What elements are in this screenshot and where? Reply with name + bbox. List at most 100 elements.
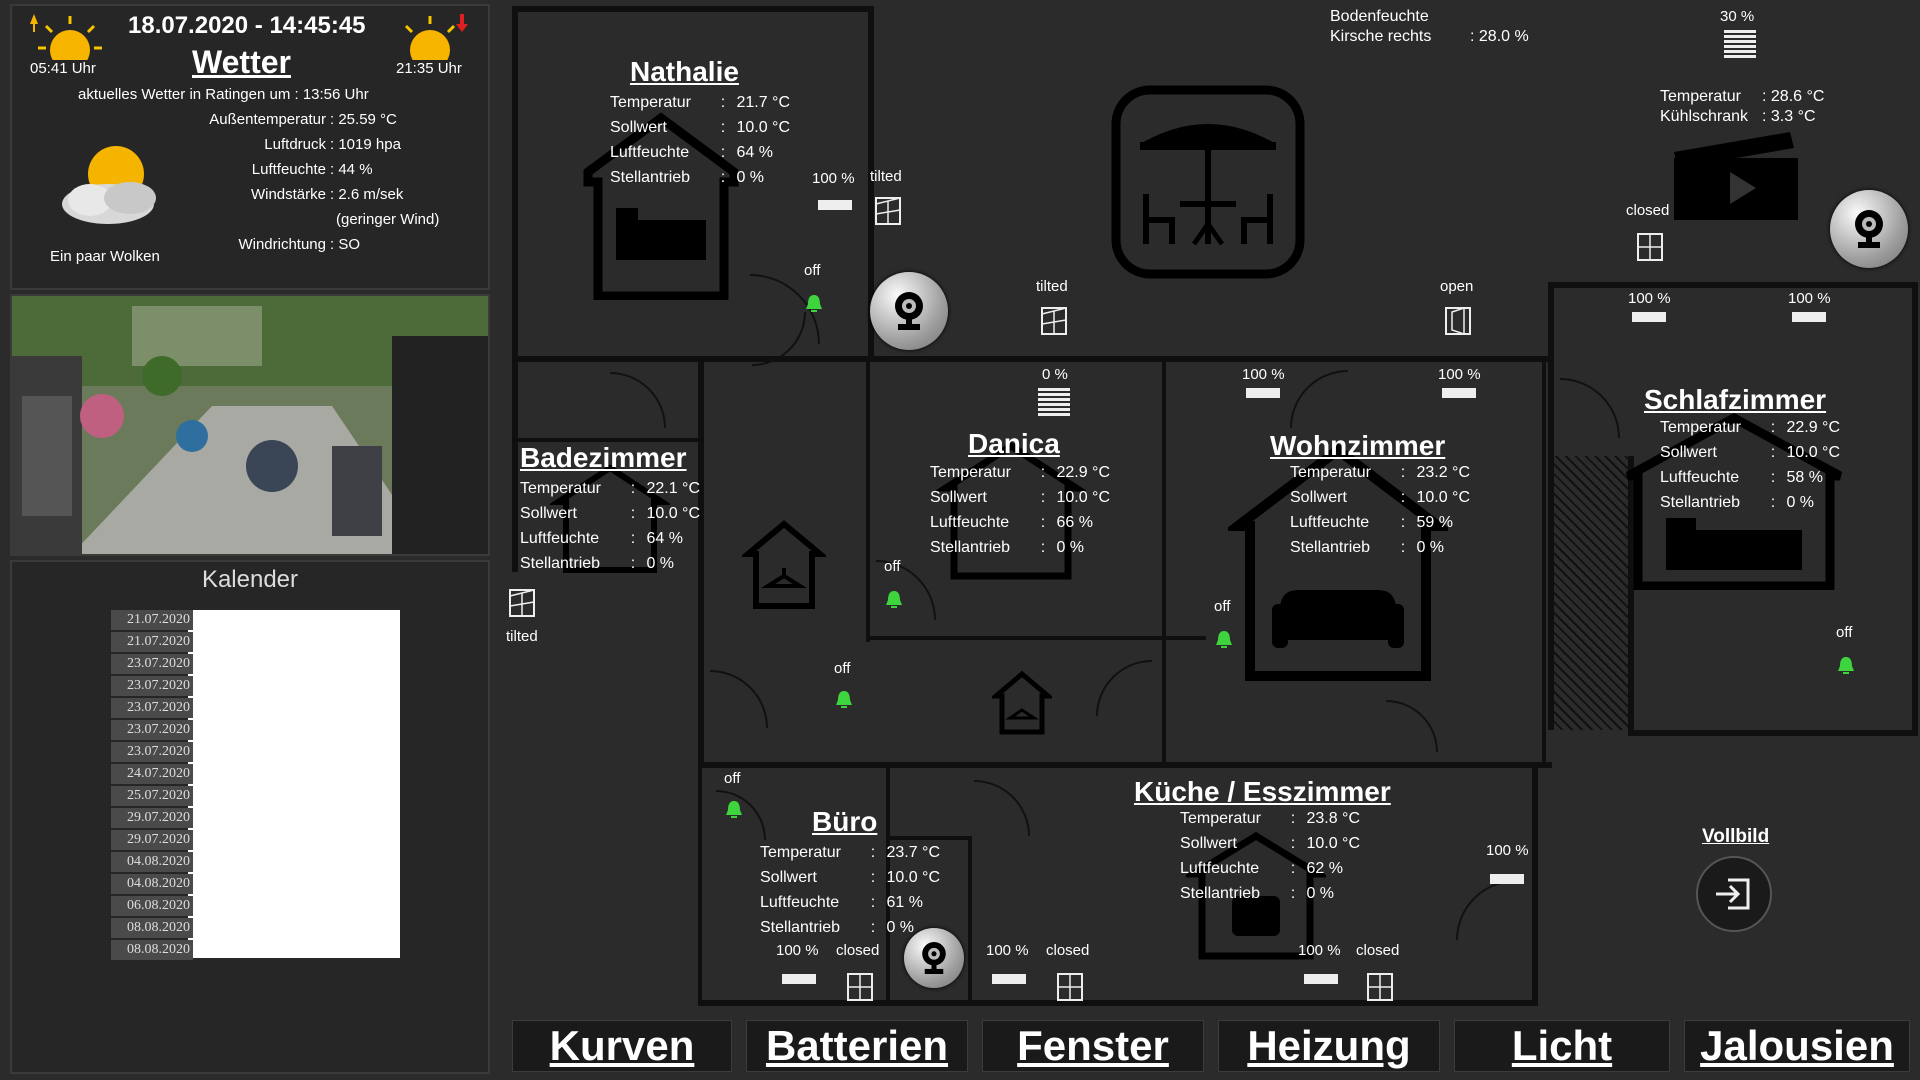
shutter-level: 100 % — [812, 170, 855, 187]
shutter-level: 100 % — [1298, 942, 1341, 959]
bedroom-house-icon — [576, 110, 746, 301]
nav-fenster-button[interactable]: Fenster — [982, 1020, 1204, 1072]
shutter-icon[interactable] — [782, 974, 816, 984]
shutter-icon[interactable] — [992, 974, 1026, 984]
bell-status-label: off — [834, 660, 851, 677]
window-closed-icon[interactable] — [1636, 232, 1664, 262]
window-status: tilted — [870, 168, 902, 185]
window-closed-icon[interactable] — [1056, 972, 1084, 1002]
window-closed-icon[interactable] — [1366, 972, 1394, 1002]
shutter-level: 30 % — [1720, 8, 1755, 25]
bell-status-label: off — [724, 770, 741, 787]
weather-value-winddir: : SO — [330, 236, 361, 253]
nav-jalousien-button[interactable]: Jalousien — [1684, 1020, 1910, 1072]
fullscreen-button[interactable] — [1696, 856, 1772, 932]
shutter-level: 100 % — [1486, 842, 1529, 859]
shutter-icon[interactable] — [1038, 388, 1070, 416]
partly-cloudy-icon — [52, 138, 172, 238]
bell-icon[interactable] — [884, 590, 904, 610]
window-tilted-icon[interactable] — [874, 196, 902, 226]
wall — [968, 840, 972, 1006]
camera-button[interactable] — [1830, 190, 1908, 268]
window-status: tilted — [1036, 278, 1068, 295]
weather-label-wind: Windstärke — [250, 186, 326, 203]
calendar-date: 23.07.2020 — [111, 676, 193, 696]
room-stats-schlafzimmer: Temperatur: 22.9 °C Sollwert: 10.0 °C Lu… — [1660, 419, 1840, 511]
calendar-date: 23.07.2020 — [111, 720, 193, 740]
bell-icon[interactable] — [1214, 630, 1234, 650]
shutter-icon[interactable] — [1304, 974, 1338, 984]
door — [1386, 700, 1438, 752]
terrace-icon[interactable] — [1110, 84, 1306, 280]
shutter-level: 100 % — [1788, 290, 1831, 307]
room-stats-danica: Temperatur: 22.9 °C Sollwert: 10.0 °C Lu… — [930, 464, 1110, 556]
media-clapper-icon[interactable] — [1670, 128, 1802, 224]
patio-image — [12, 296, 488, 554]
danica-house-icon — [934, 440, 1088, 580]
door — [1560, 378, 1620, 438]
nav-kurven-button[interactable]: Kurven — [512, 1020, 732, 1072]
weather-panel: 18.07.2020 - 14:45:45 05:41 Uhr 21:35 Uh… — [10, 4, 490, 290]
window-status: tilted — [506, 628, 538, 645]
window-tilted-icon[interactable] — [1040, 306, 1068, 336]
window-status: closed — [836, 942, 880, 959]
wardrobe-house-icon — [739, 520, 829, 610]
shutter-icon[interactable] — [1246, 388, 1280, 398]
calendar-date: 04.08.2020 — [111, 852, 193, 872]
bell-icon[interactable] — [1836, 656, 1856, 676]
weather-value-humidity: : 44 % — [330, 161, 373, 178]
bell-status-label: off — [804, 262, 821, 279]
wall — [512, 438, 702, 442]
sunrise-time: 05:41 Uhr — [30, 60, 96, 77]
camera-snapshot[interactable] — [10, 294, 490, 556]
wall — [698, 762, 702, 1006]
bedroom-house-icon — [1618, 410, 1850, 591]
calendar-date: 21.07.2020 — [111, 632, 193, 652]
shutter-icon[interactable] — [1632, 312, 1666, 322]
garden-temp-value: : 28.6 °C — [1762, 88, 1825, 105]
bell-icon[interactable] — [804, 294, 824, 314]
camera-button[interactable] — [904, 928, 964, 988]
wall — [886, 762, 890, 1006]
bell-icon[interactable] — [724, 800, 744, 820]
shutter-icon[interactable] — [1442, 388, 1476, 398]
shutter-level: 100 % — [1242, 366, 1285, 383]
window-tilted-icon[interactable] — [508, 588, 536, 618]
calendar-date: 08.08.2020 — [111, 918, 193, 938]
window-closed-icon[interactable] — [846, 972, 874, 1002]
camera-button[interactable] — [870, 272, 948, 350]
door — [1096, 660, 1152, 716]
wall — [698, 356, 704, 768]
wall — [1628, 730, 1918, 736]
nav-batterien-button[interactable]: Batterien — [746, 1020, 968, 1072]
door — [1290, 370, 1348, 428]
shutter-icon[interactable] — [1724, 30, 1756, 60]
window-status: closed — [1626, 202, 1670, 219]
weather-label-outdoor-temp: Außentemperatur — [209, 111, 326, 128]
livingroom-house-icon — [1223, 440, 1453, 684]
room-title-buero: Büro — [812, 806, 878, 837]
shutter-level: 0 % — [1042, 366, 1068, 383]
sunset-icon — [398, 10, 474, 70]
shutter-icon[interactable] — [1792, 312, 1826, 322]
calendar-date: 21.07.2020 — [111, 610, 193, 630]
fullscreen-label[interactable]: Vollbild — [1702, 826, 1770, 847]
nav-licht-button[interactable]: Licht — [1454, 1020, 1670, 1072]
wall — [1162, 356, 1166, 764]
weather-value-pressure: : 1019 hpa — [330, 136, 401, 153]
shutter-icon[interactable] — [1490, 874, 1524, 884]
calendar-date: 04.08.2020 — [111, 874, 193, 894]
weather-condition: Ein paar Wolken — [50, 248, 160, 265]
wall — [866, 636, 1206, 640]
fridge-value: : 3.3 °C — [1762, 108, 1816, 125]
shutter-icon[interactable] — [818, 200, 852, 210]
calendar-date: 23.07.2020 — [111, 698, 193, 718]
bell-icon[interactable] — [834, 690, 854, 710]
bell-status-label: off — [1214, 598, 1231, 615]
room-title-kueche: Küche / Esszimmer — [1134, 776, 1391, 807]
wall — [1548, 282, 1554, 730]
window-open-icon[interactable] — [1444, 306, 1472, 336]
garden-temp-label: Temperatur — [1660, 88, 1741, 105]
nav-heizung-button[interactable]: Heizung — [1218, 1020, 1440, 1072]
wall — [1532, 762, 1538, 1006]
